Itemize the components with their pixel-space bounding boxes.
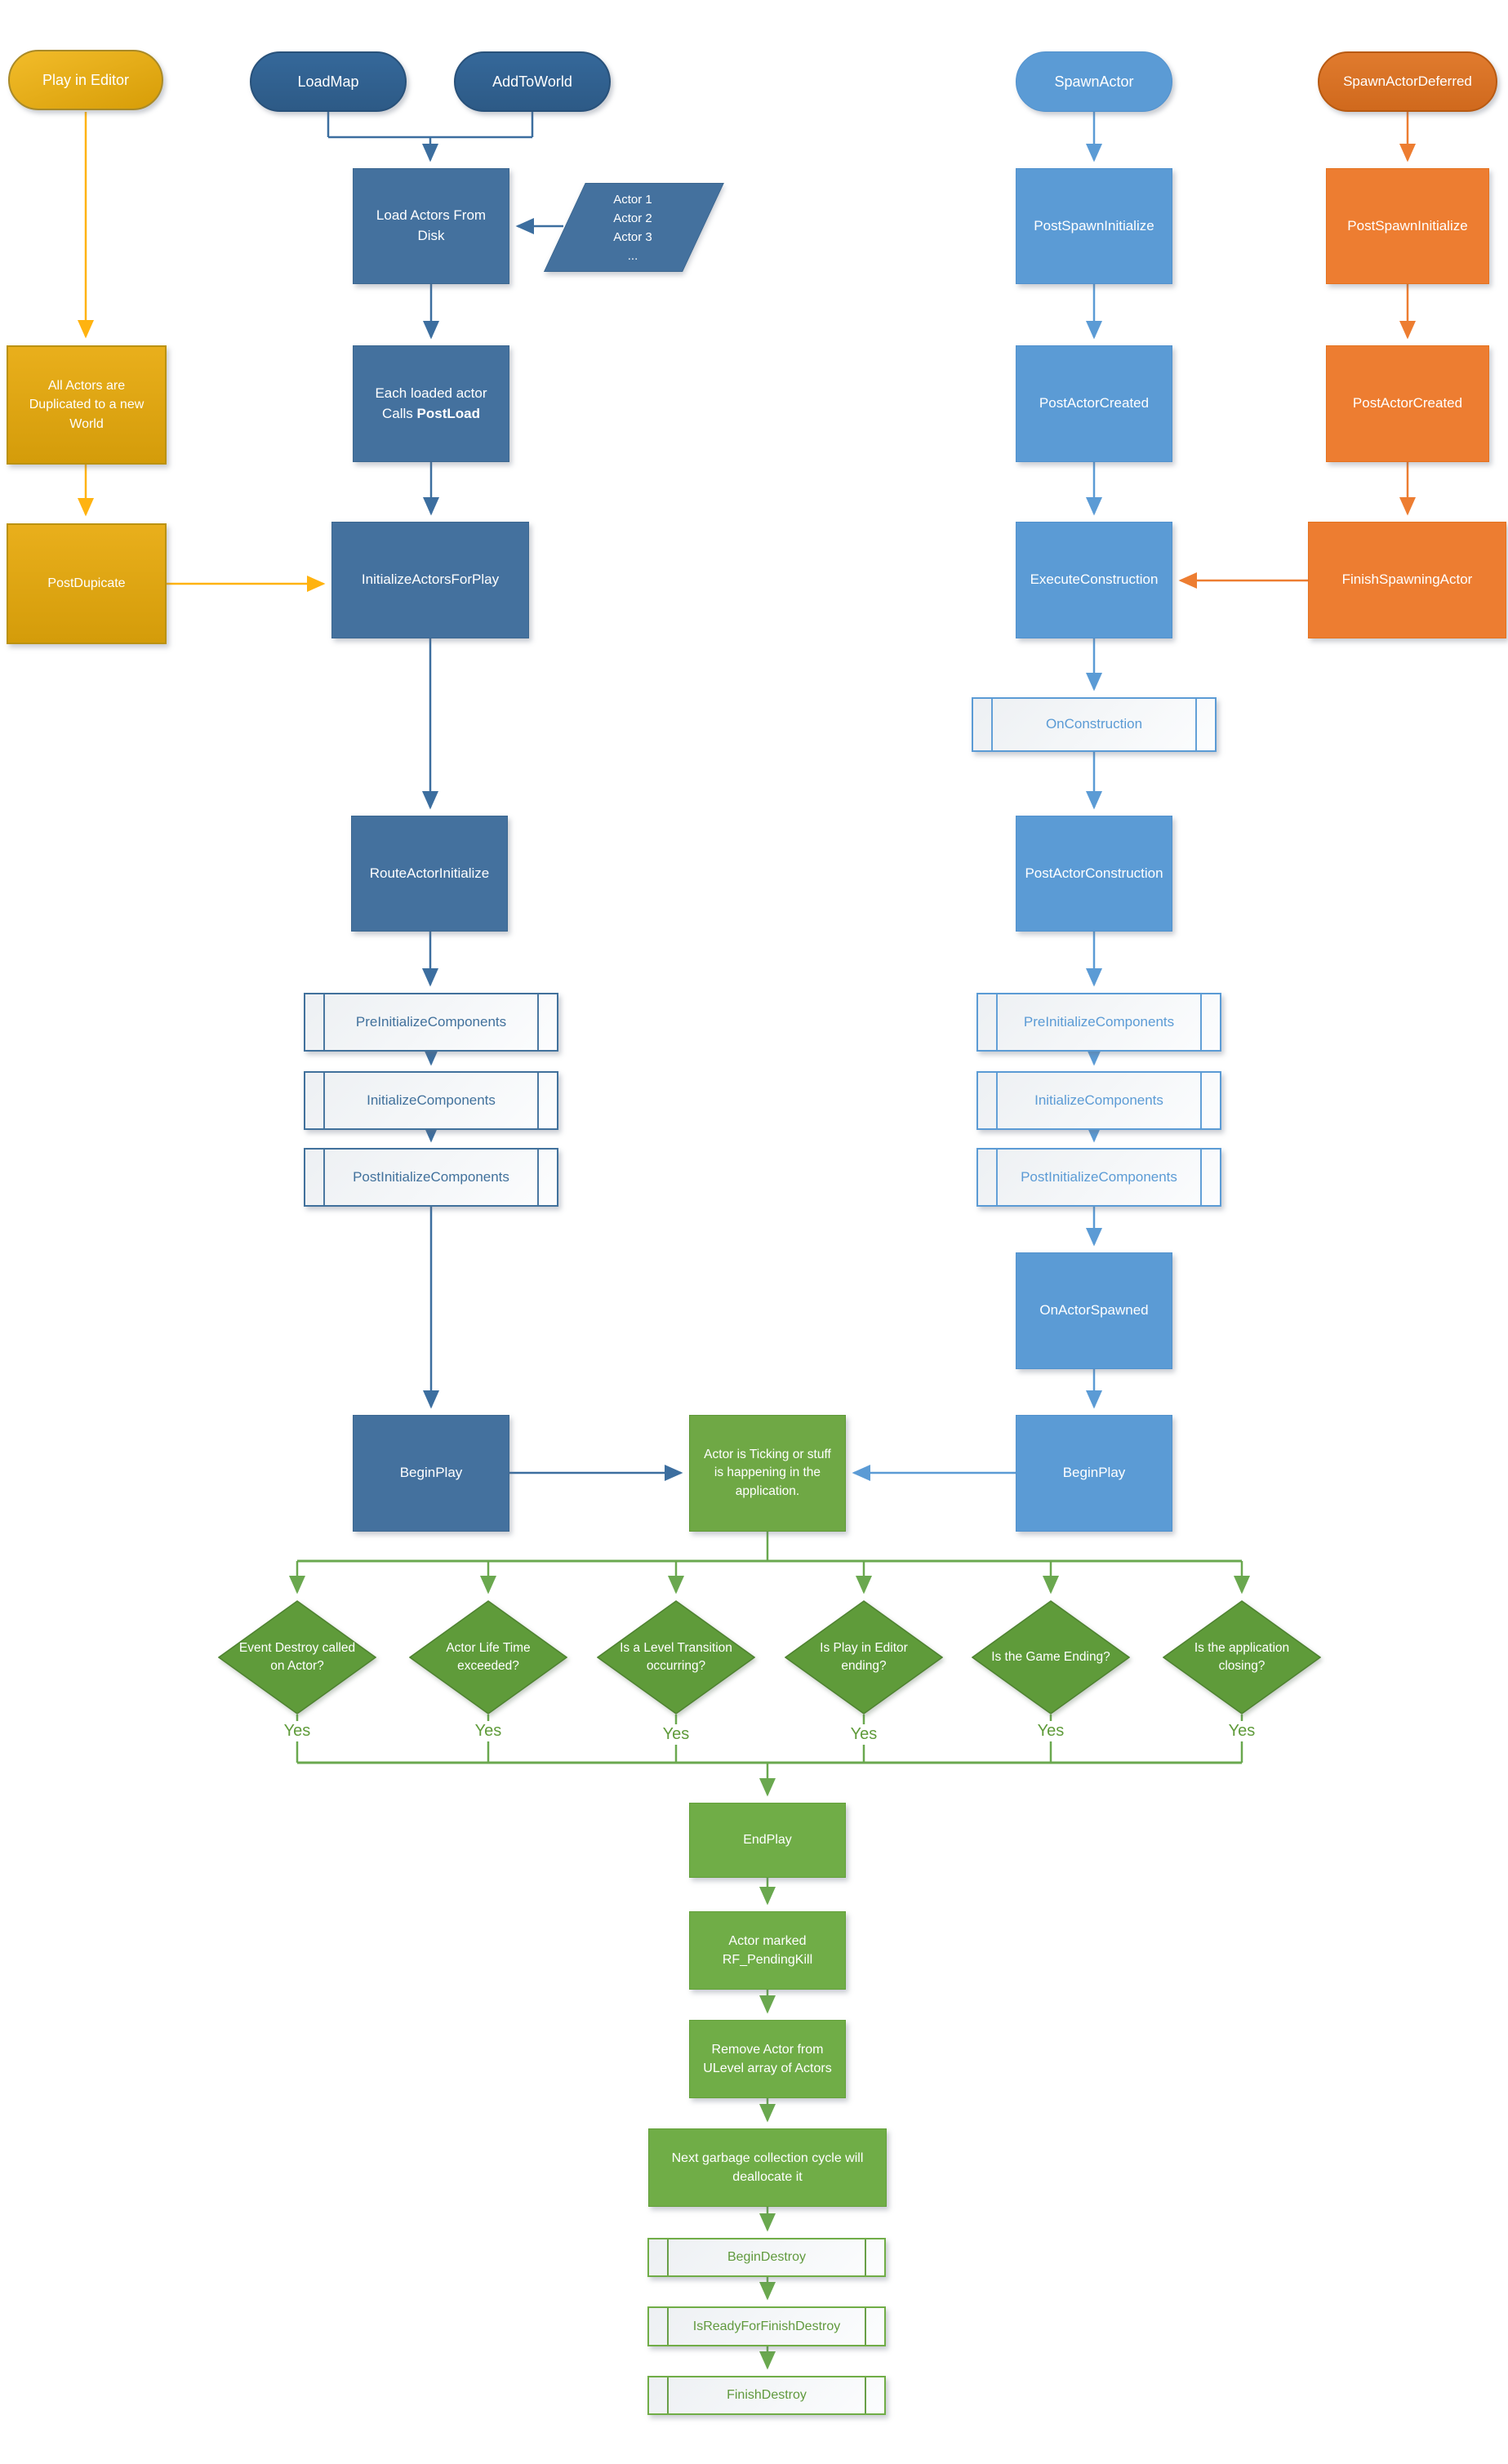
- decision-label: Is a Level Transition occurring?: [620, 1641, 732, 1673]
- node-is-ready-for-finish-destroy: IsReadyForFinishDestroy: [647, 2306, 886, 2346]
- node-initialize-actors-for-play: InitializeActorsForPlay: [331, 522, 529, 638]
- node-next-garbage-collection: Next garbage collection cycle will deall…: [648, 2128, 887, 2207]
- node-post-actor-created-orange: PostActorCreated: [1326, 345, 1489, 462]
- node-begin-play-right: BeginPlay: [1016, 1415, 1172, 1532]
- node-post-actor-construction: PostActorConstruction: [1016, 816, 1172, 932]
- node-remove-actor-ulevel: Remove Actor from ULevel array of Actors: [689, 2020, 846, 2098]
- node-all-actors-duplicated: All Actors are Duplicated to a new World: [7, 345, 167, 465]
- decision-event-destroy: Event Destroy called on Actor?: [218, 1600, 376, 1715]
- node-finish-destroy: FinishDestroy: [647, 2376, 886, 2415]
- node-pre-initialize-components-left: PreInitializeComponents: [304, 993, 558, 1052]
- node-post-spawn-initialize-orange: PostSpawnInitialize: [1326, 168, 1489, 284]
- edges-orange: [1178, 112, 1416, 589]
- node-execute-construction: ExecuteConstruction: [1016, 522, 1172, 638]
- actor-list-item: Actor 1: [613, 192, 652, 207]
- node-each-loaded-actor-postload: Each loaded actor Calls PostLoad: [353, 345, 509, 462]
- node-post-spawn-initialize-blue: PostSpawnInitialize: [1016, 168, 1172, 284]
- actor-list-item: ...: [627, 249, 638, 264]
- node-initialize-components-left: InitializeComponents: [304, 1071, 558, 1130]
- node-spawn-actor-deferred: SpawnActorDeferred: [1318, 51, 1497, 112]
- node-initialize-components-right: InitializeComponents: [976, 1071, 1221, 1130]
- decision-level-transition: Is a Level Transition occurring?: [597, 1600, 755, 1715]
- node-end-play: EndPlay: [689, 1803, 846, 1878]
- node-post-initialize-components-left: PostInitializeComponents: [304, 1148, 558, 1207]
- node-begin-play-left: BeginPlay: [353, 1415, 509, 1532]
- decision-life-time: Actor Life Time exceeded?: [409, 1600, 567, 1715]
- node-post-actor-created-blue: PostActorCreated: [1016, 345, 1172, 462]
- edges-green: [289, 1532, 1250, 2370]
- edges-gold: [78, 112, 326, 592]
- yes-label: Yes: [1208, 1721, 1276, 1741]
- decision-pie-ending: Is Play in Editor ending?: [785, 1600, 943, 1715]
- node-add-to-world: AddToWorld: [454, 51, 611, 112]
- yes-label: Yes: [642, 1724, 710, 1745]
- node-load-map: LoadMap: [250, 51, 407, 112]
- edges-dark-blue: [327, 112, 683, 1481]
- actor-list-item: Actor 3: [613, 230, 652, 244]
- postload-label: PostLoad: [416, 405, 480, 421]
- decision-label: Actor Life Time exceeded?: [446, 1641, 531, 1673]
- node-spawn-actor: SpawnActor: [1016, 51, 1172, 112]
- decision-label: Event Destroy called on Actor?: [238, 1641, 356, 1673]
- node-on-construction: OnConstruction: [972, 697, 1217, 752]
- node-finish-spawning-actor: FinishSpawningActor: [1308, 522, 1506, 638]
- yes-label: Yes: [830, 1724, 898, 1745]
- node-actor-marked-pendingkill: Actor marked RF_PendingKill: [689, 1911, 846, 1990]
- node-pre-initialize-components-right: PreInitializeComponents: [976, 993, 1221, 1052]
- decision-label: Is the application closing?: [1194, 1641, 1290, 1673]
- decision-game-ending: Is the Game Ending?: [972, 1600, 1130, 1715]
- actor-list-item: Actor 2: [613, 211, 652, 225]
- line1: Each loaded actor: [375, 385, 487, 401]
- calls-label: Calls: [382, 405, 413, 421]
- yes-label: Yes: [454, 1721, 523, 1741]
- node-begin-destroy: BeginDestroy: [647, 2238, 886, 2277]
- decision-app-closing: Is the application closing?: [1163, 1600, 1321, 1715]
- node-post-initialize-components-right: PostInitializeComponents: [976, 1148, 1221, 1207]
- node-load-actors-from-disk: Load Actors From Disk: [353, 168, 509, 284]
- yes-label: Yes: [263, 1721, 331, 1741]
- node-actor-ticking: Actor is Ticking or stuff is happening i…: [689, 1415, 846, 1532]
- node-post-dupicate: PostDupicate: [7, 523, 167, 644]
- actor-list-items: Actor 1 Actor 2 Actor 3 ...: [563, 188, 702, 268]
- decision-label: Is Play in Editor ending?: [820, 1641, 908, 1673]
- yes-label: Yes: [1016, 1721, 1085, 1741]
- node-route-actor-initialize: RouteActorInitialize: [351, 816, 508, 932]
- decision-label: Is the Game Ending?: [991, 1650, 1110, 1665]
- line2: Calls PostLoad: [382, 404, 480, 425]
- edges-light-blue: [852, 112, 1102, 1481]
- node-play-in-editor: Play in Editor: [8, 50, 163, 110]
- node-on-actor-spawned: OnActorSpawned: [1016, 1252, 1172, 1369]
